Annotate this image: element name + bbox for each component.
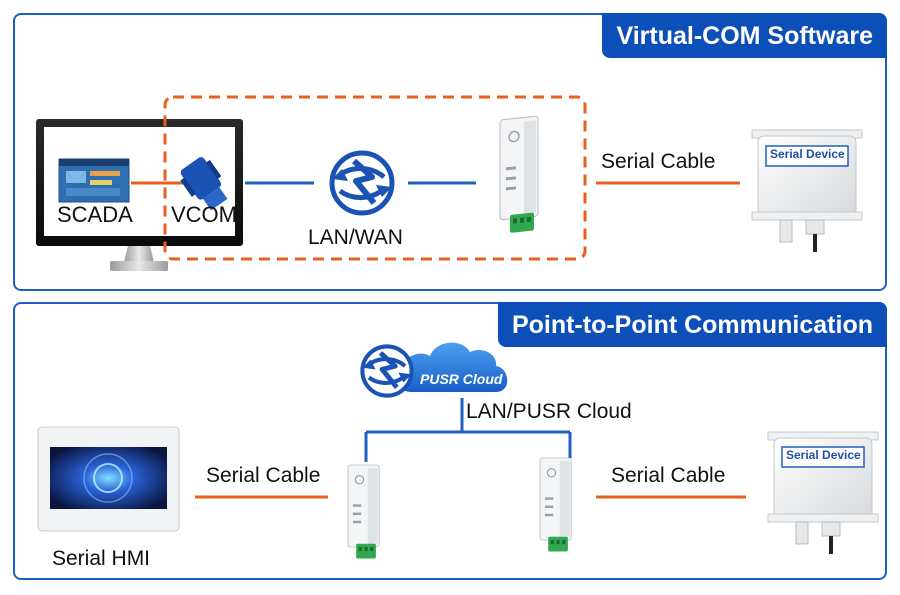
- serial-device-bottom-text: Serial Device: [786, 448, 861, 462]
- serial-hmi-device: [37, 426, 180, 532]
- lan-pusr-tree: [364, 398, 572, 462]
- serial-device-top-tag: [765, 145, 849, 167]
- virtual-com-boundary: [163, 95, 587, 261]
- point-to-point-title: Point-to-Point Communication: [497, 302, 887, 347]
- lan-wan-label: LAN/WAN: [308, 226, 403, 249]
- vcom-label: VCOM: [171, 202, 237, 227]
- pusr-cloud: [397, 342, 508, 392]
- lan-wan-globe-icon: [332, 153, 392, 213]
- scada-label: SCADA: [57, 202, 133, 227]
- lan-pusr-label: LAN/PUSR Cloud: [466, 400, 632, 423]
- pusr-cloud-text: PUSR Cloud: [420, 371, 503, 387]
- serial-cable-right-label: Serial Cable: [611, 464, 726, 487]
- serial-server-right: [539, 457, 572, 553]
- serial-server-left: [347, 464, 380, 560]
- serial-hmi-label: Serial HMI: [52, 547, 151, 570]
- serial-device-top-text: Serial Device: [770, 147, 845, 161]
- serial-server-top: [499, 115, 539, 235]
- scada-screenshot: [58, 158, 130, 203]
- serial-cable-left-label: Serial Cable: [206, 464, 321, 487]
- vcom-connector-icon: [180, 157, 228, 211]
- serial-cable-top-label: Serial Cable: [601, 150, 716, 173]
- virtual-com-title: Virtual-COM Software: [602, 13, 887, 58]
- serial-device-bottom-tag: [781, 446, 865, 468]
- pusr-globe-icon: [362, 346, 411, 395]
